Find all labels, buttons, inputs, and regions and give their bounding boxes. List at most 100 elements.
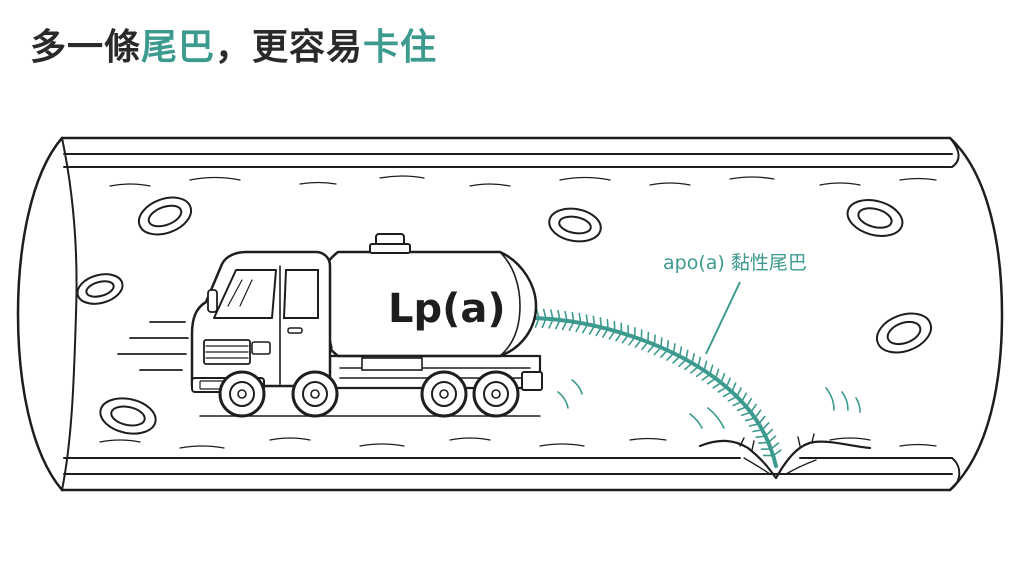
tail-bristle <box>659 349 669 359</box>
tail-bristle <box>647 343 656 353</box>
tail-bristle <box>740 411 752 417</box>
tail-bristle <box>767 435 777 444</box>
tail-bristle <box>666 340 670 352</box>
tail-bristle <box>770 442 780 450</box>
tail-bristles <box>534 308 782 457</box>
tail-bristle <box>745 397 753 408</box>
cab-side-window <box>282 269 319 319</box>
tail-bristle <box>615 332 623 342</box>
tail-bristle <box>541 317 547 329</box>
motion-lines <box>117 321 189 371</box>
tail-bristle <box>709 364 714 376</box>
tail-bristle <box>666 352 675 361</box>
tail-bristle <box>561 320 568 331</box>
tail-bristle <box>706 377 717 385</box>
tanker-truck: Lp(a) <box>190 233 543 418</box>
tail-bristle <box>691 353 695 364</box>
title-part-tail: 尾巴 <box>141 27 216 68</box>
tail-bristle <box>592 315 596 327</box>
tail-bristle <box>555 319 561 330</box>
tail-bristle <box>653 334 656 346</box>
artery-right-rim <box>949 137 961 491</box>
tail-bristle <box>736 406 748 412</box>
rear-wheel-2 <box>472 370 520 418</box>
tail-bristle <box>634 338 643 348</box>
artery-right-opening <box>948 136 1004 492</box>
tail-bristle <box>571 311 575 323</box>
rear-bumper <box>521 371 543 391</box>
blood-cell <box>99 397 157 435</box>
tail-bristle <box>595 326 603 337</box>
title-part-1: 多一條 <box>30 27 142 68</box>
tail-bristle <box>641 341 649 351</box>
tail-bristle <box>758 441 770 444</box>
cab-door-handle <box>287 327 303 334</box>
chassis-toolbox <box>361 357 423 371</box>
tail-bristle <box>578 312 582 324</box>
tail-bristle <box>764 428 774 437</box>
tail-label: apo(a) 黏性尾巴 <box>663 252 807 274</box>
artery-wall-texture <box>99 175 937 449</box>
front-wheel <box>218 370 266 418</box>
tail-bristle <box>581 323 589 334</box>
tail-bristle <box>660 337 663 349</box>
tail-bristle <box>757 415 766 425</box>
tail-bristle <box>730 382 737 393</box>
tail-bristle <box>601 328 609 338</box>
tail-spine <box>531 316 778 468</box>
tail-bristle <box>754 409 762 419</box>
lpa-tank: Lp(a) <box>314 233 538 358</box>
tail-bristle <box>740 392 748 403</box>
artery-wall-damage <box>698 433 872 480</box>
tail-bristle <box>542 308 547 320</box>
tail-bristle <box>732 400 743 407</box>
artery-vessel <box>16 136 1004 492</box>
grille-slats <box>205 345 249 359</box>
tail-bristle <box>752 428 764 433</box>
wall-tear-outline <box>698 439 872 480</box>
truck-wheels <box>218 370 520 418</box>
tail-bristle <box>599 317 603 329</box>
tail-bristle <box>761 422 770 431</box>
tail-bristle <box>714 368 720 380</box>
tail-bristle <box>685 349 689 361</box>
tail-bristle <box>690 365 700 374</box>
rear-wheel-1 <box>420 370 468 418</box>
tail-bristle <box>725 377 731 389</box>
truck-cab <box>190 250 332 393</box>
title-part-stuck: 卡住 <box>363 27 438 68</box>
tank-end-cap <box>499 251 521 357</box>
tail-bristle <box>720 372 726 384</box>
blood-cell <box>76 273 124 305</box>
tail-bristle <box>613 320 616 332</box>
windshield-glare <box>227 279 253 307</box>
cab-headlight <box>251 341 271 355</box>
tank-hatch-base <box>369 243 411 254</box>
tail-bristle <box>712 381 722 389</box>
artery-left-opening-back <box>61 137 78 491</box>
tail-bristle <box>755 435 767 439</box>
tail-bristle <box>672 343 676 355</box>
tail-bristle <box>678 346 683 358</box>
tail-bristle <box>701 373 711 381</box>
tail-bristle <box>557 309 561 321</box>
tail-bristle <box>735 387 742 398</box>
tank-label: Lp(a) <box>388 286 506 332</box>
tail-bristle <box>722 390 733 398</box>
tail-bristle <box>772 449 782 457</box>
blood-cells <box>76 196 933 435</box>
wall-tear-shading <box>743 457 817 475</box>
tail-bristle <box>748 422 760 427</box>
tail-bristle <box>548 318 554 329</box>
tail-bristle <box>678 358 687 368</box>
tail-bristle <box>653 346 662 356</box>
tail-vibration-marks <box>557 379 861 429</box>
tail-bristle <box>717 386 728 393</box>
tail-label-pointer <box>705 281 741 355</box>
tail-bristle <box>585 314 589 326</box>
tail-bristle <box>606 318 609 330</box>
page-title: 多一條尾巴，更容易卡住 <box>30 24 437 72</box>
tail-bristle <box>575 322 582 333</box>
